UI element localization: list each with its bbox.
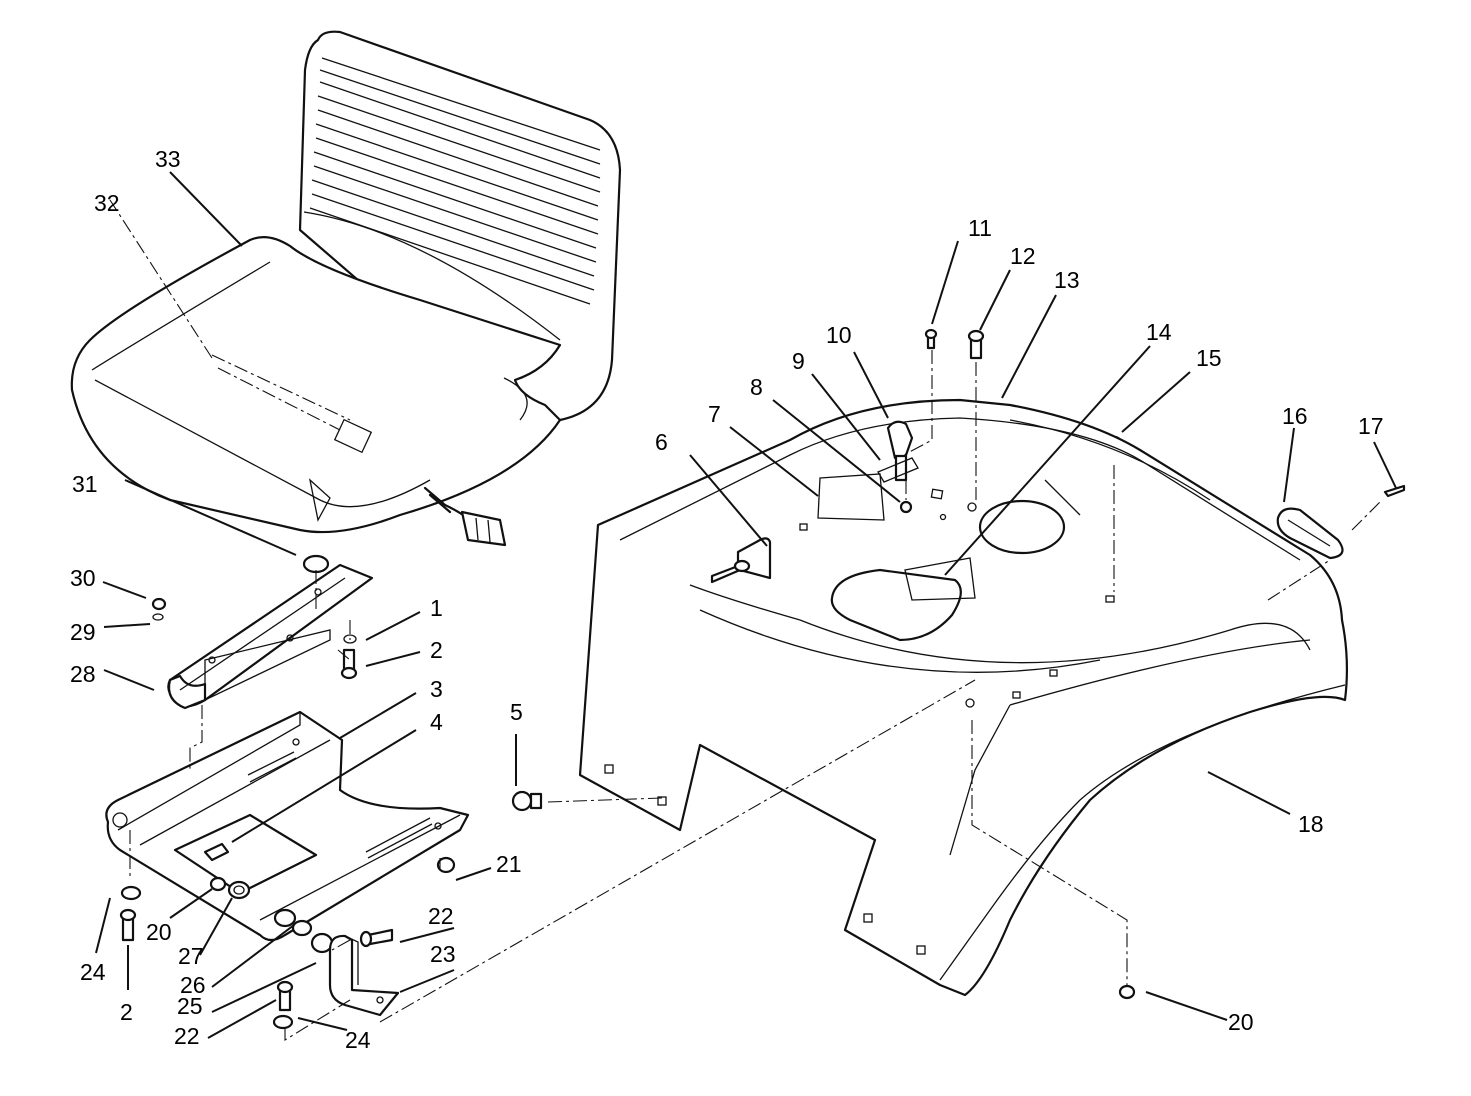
callout-24: 24	[80, 959, 106, 985]
callout-31: 31	[72, 471, 98, 497]
callout-22: 22	[174, 1023, 200, 1049]
callout-4: 4	[430, 709, 443, 735]
callout-15: 15	[1196, 345, 1222, 371]
callout-22: 22	[428, 903, 454, 929]
callout-18: 18	[1298, 811, 1324, 837]
callout-24: 24	[345, 1027, 371, 1053]
callout-21: 21	[496, 851, 522, 877]
callout-33: 33	[155, 146, 181, 172]
callout-labels: 1 2 2 3 4 5 6 7 8 9 10 11 12 13 14 15 16…	[70, 146, 1384, 1053]
lever	[877, 420, 919, 514]
callout-29: 29	[70, 619, 96, 645]
callout-30: 30	[70, 565, 96, 591]
callout-13: 13	[1054, 267, 1080, 293]
callout-11: 11	[968, 215, 992, 241]
callout-3: 3	[430, 676, 443, 702]
callout-20: 20	[1228, 1009, 1254, 1035]
hinge-bracket	[328, 934, 400, 1017]
assembly-lines	[109, 199, 1383, 1041]
callout-27: 27	[178, 943, 204, 969]
callout-23: 23	[430, 941, 456, 967]
callout-8: 8	[750, 374, 763, 400]
fender	[578, 398, 1348, 997]
callout-5: 5	[510, 699, 523, 725]
callout-12: 12	[1010, 243, 1036, 269]
slide-plate	[105, 710, 470, 942]
callout-2: 2	[430, 637, 443, 663]
plug-cover	[1276, 507, 1344, 560]
callout-26: 26	[180, 972, 206, 998]
bracket-6	[710, 537, 772, 584]
leader-lines	[95, 171, 1397, 1039]
callout-28: 28	[70, 661, 96, 687]
callout-20: 20	[146, 919, 172, 945]
callout-2: 2	[120, 999, 133, 1025]
callout-17: 17	[1358, 413, 1384, 439]
callout-1: 1	[430, 595, 443, 621]
callout-16: 16	[1282, 403, 1308, 429]
callout-9: 9	[792, 348, 805, 374]
seat-bracket	[167, 563, 374, 710]
callout-6: 6	[655, 429, 668, 455]
callout-10: 10	[826, 322, 852, 348]
seat	[70, 30, 622, 547]
callout-25: 25	[177, 993, 203, 1019]
callout-14: 14	[1146, 319, 1172, 345]
callout-32: 32	[94, 190, 120, 216]
callout-7: 7	[708, 401, 721, 427]
